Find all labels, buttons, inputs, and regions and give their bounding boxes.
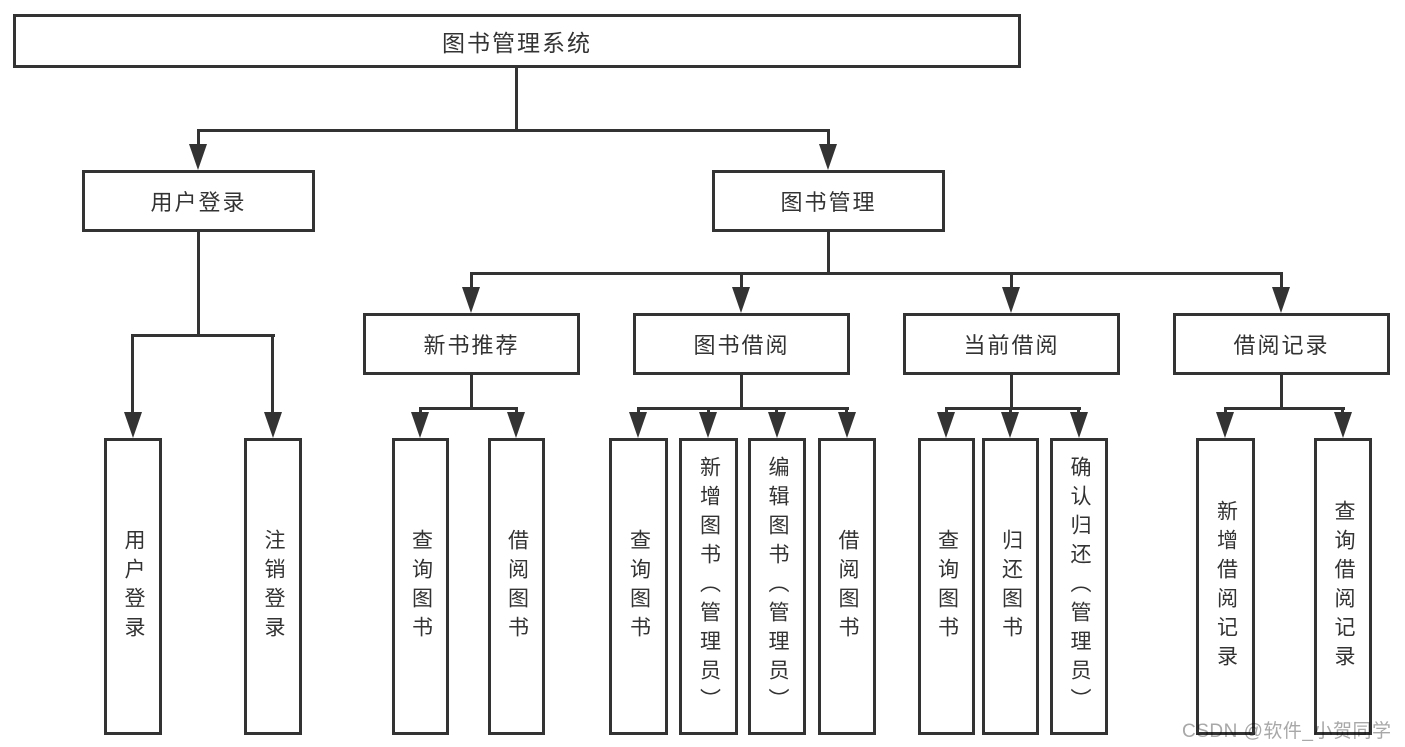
leaf-return-book: 归还图书 xyxy=(982,438,1039,735)
arrow-down-icon xyxy=(1002,287,1020,313)
leaf-label: 新增图书（管理员） xyxy=(697,456,721,717)
connector-line xyxy=(945,407,1081,410)
leaf-label: 查询借阅记录 xyxy=(1332,499,1355,674)
connector-line xyxy=(197,229,200,337)
leaf-add-book-admin: 新增图书（管理员） xyxy=(679,438,738,735)
leaf-query-books-2: 查询图书 xyxy=(609,438,668,735)
leaf-confirm-return-admin: 确认归还（管理员） xyxy=(1050,438,1108,735)
connector-line xyxy=(197,129,200,147)
node-book-borrowing: 图书借阅 xyxy=(633,313,850,375)
connector-line xyxy=(827,229,830,275)
leaf-label: 归还图书 xyxy=(999,528,1023,645)
leaf-label: 查询图书 xyxy=(627,528,651,645)
node-borrowing-records: 借阅记录 xyxy=(1173,313,1390,375)
arrow-down-icon xyxy=(1334,412,1352,438)
connector-line xyxy=(1009,407,1012,416)
connector-line xyxy=(132,334,275,337)
connector-line xyxy=(1224,407,1227,416)
arrow-down-icon xyxy=(1272,287,1290,313)
leaf-label: 借阅图书 xyxy=(836,528,859,645)
connector-line xyxy=(1077,407,1080,416)
connector-line xyxy=(1280,372,1283,410)
connector-line xyxy=(515,407,518,416)
connector-line xyxy=(707,407,710,416)
leaf-query-books-1: 查询图书 xyxy=(392,438,449,735)
connector-line xyxy=(419,407,518,410)
connector-line xyxy=(827,129,830,147)
leaf-label: 查询图书 xyxy=(935,528,959,645)
connector-line xyxy=(1010,372,1013,410)
connector-line xyxy=(1280,272,1283,289)
node-book-management: 图书管理 xyxy=(712,170,945,232)
arrow-down-icon xyxy=(838,412,856,438)
arrow-down-icon xyxy=(768,412,786,438)
connector-line xyxy=(637,407,640,416)
connector-line xyxy=(775,407,778,416)
connector-line xyxy=(945,407,948,416)
leaf-borrow-books-1: 借阅图书 xyxy=(488,438,545,735)
arrow-down-icon xyxy=(819,144,837,170)
leaf-label: 编辑图书（管理员） xyxy=(766,456,789,717)
connector-line xyxy=(470,272,473,289)
leaf-label: 确认归还（管理员） xyxy=(1068,456,1091,717)
leaf-user-login: 用户登录 xyxy=(104,438,162,735)
arrow-down-icon xyxy=(1216,412,1234,438)
arrow-down-icon xyxy=(937,412,955,438)
leaf-label: 借阅图书 xyxy=(505,528,529,645)
connector-line xyxy=(1010,272,1013,289)
leaf-label: 查询图书 xyxy=(409,528,433,645)
watermark: CSDN @软件_小贺同学 xyxy=(1182,721,1392,742)
connector-line xyxy=(470,372,473,410)
leaf-label: 新增借阅记录 xyxy=(1214,499,1238,674)
connector-line xyxy=(271,334,274,414)
node-current-borrowing: 当前借阅 xyxy=(903,313,1120,375)
connector-line xyxy=(845,407,848,416)
node-library-system: 图书管理系统 xyxy=(13,14,1021,68)
arrow-down-icon xyxy=(699,412,717,438)
arrow-down-icon xyxy=(411,412,429,438)
leaf-edit-book-admin: 编辑图书（管理员） xyxy=(748,438,806,735)
node-new-book-recommend: 新书推荐 xyxy=(363,313,580,375)
connector-line xyxy=(1224,407,1345,410)
leaf-borrow-books-2: 借阅图书 xyxy=(818,438,876,735)
arrow-down-icon xyxy=(264,412,282,438)
leaf-query-borrow-record: 查询借阅记录 xyxy=(1314,438,1372,735)
arrow-down-icon xyxy=(124,412,142,438)
arrow-down-icon xyxy=(1070,412,1088,438)
connector-line xyxy=(470,272,1283,275)
arrow-down-icon xyxy=(1001,412,1019,438)
connector-line xyxy=(515,65,518,132)
leaf-query-books-3: 查询图书 xyxy=(918,438,975,735)
connector-line xyxy=(740,272,743,289)
arrow-down-icon xyxy=(629,412,647,438)
connector-line xyxy=(197,129,830,132)
leaf-add-borrow-record: 新增借阅记录 xyxy=(1196,438,1255,735)
leaf-label: 用户登录 xyxy=(122,528,145,645)
leaf-logout: 注销登录 xyxy=(244,438,302,735)
connector-line xyxy=(419,407,422,416)
arrow-down-icon xyxy=(732,287,750,313)
node-user-login: 用户登录 xyxy=(82,170,315,232)
arrow-down-icon xyxy=(507,412,525,438)
arrow-down-icon xyxy=(189,144,207,170)
arrow-down-icon xyxy=(462,287,480,313)
connector-line xyxy=(131,334,134,414)
connector-line xyxy=(740,372,743,410)
connector-line xyxy=(1341,407,1344,416)
connector-line xyxy=(637,407,849,410)
leaf-label: 注销登录 xyxy=(262,528,285,645)
